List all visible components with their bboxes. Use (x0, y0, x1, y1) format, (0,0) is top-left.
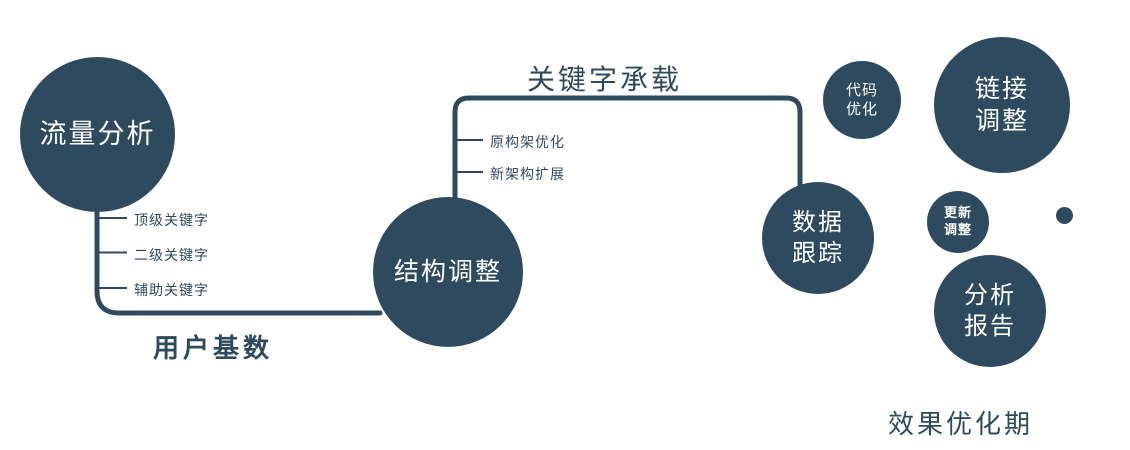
tick-label-top-keywords: 顶级关键字 (134, 212, 209, 228)
node-code-optimization: 代码 优化 (823, 61, 901, 139)
tick-label-auxiliary-keywords: 辅助关键字 (134, 282, 209, 298)
node-link-adjustment: 链接 调整 (934, 37, 1070, 173)
node-structure-adjustment: 结构调整 (373, 197, 523, 347)
tick-label-original-architecture: 原构架优化 (490, 134, 565, 150)
tick-label-secondary-keywords: 二级关键字 (134, 247, 209, 263)
phase-label-effect-optimization: 效果优化期 (888, 409, 1034, 439)
node-small-dot (1056, 207, 1073, 224)
connector-path-top (452, 95, 803, 203)
connector-path-bottom (94, 202, 383, 316)
tick-label-new-architecture: 新架构扩展 (490, 166, 565, 182)
node-update-adjustment: 更新 调整 (927, 191, 989, 253)
edge-label-user-base: 用户基数 (153, 333, 274, 363)
node-analysis-report: 分析 报告 (934, 255, 1046, 367)
edge-label-keyword-carry: 关键字承载 (527, 64, 683, 95)
node-data-tracking: 数据 跟踪 (762, 182, 874, 294)
node-traffic-analysis: 流量分析 (20, 57, 175, 212)
